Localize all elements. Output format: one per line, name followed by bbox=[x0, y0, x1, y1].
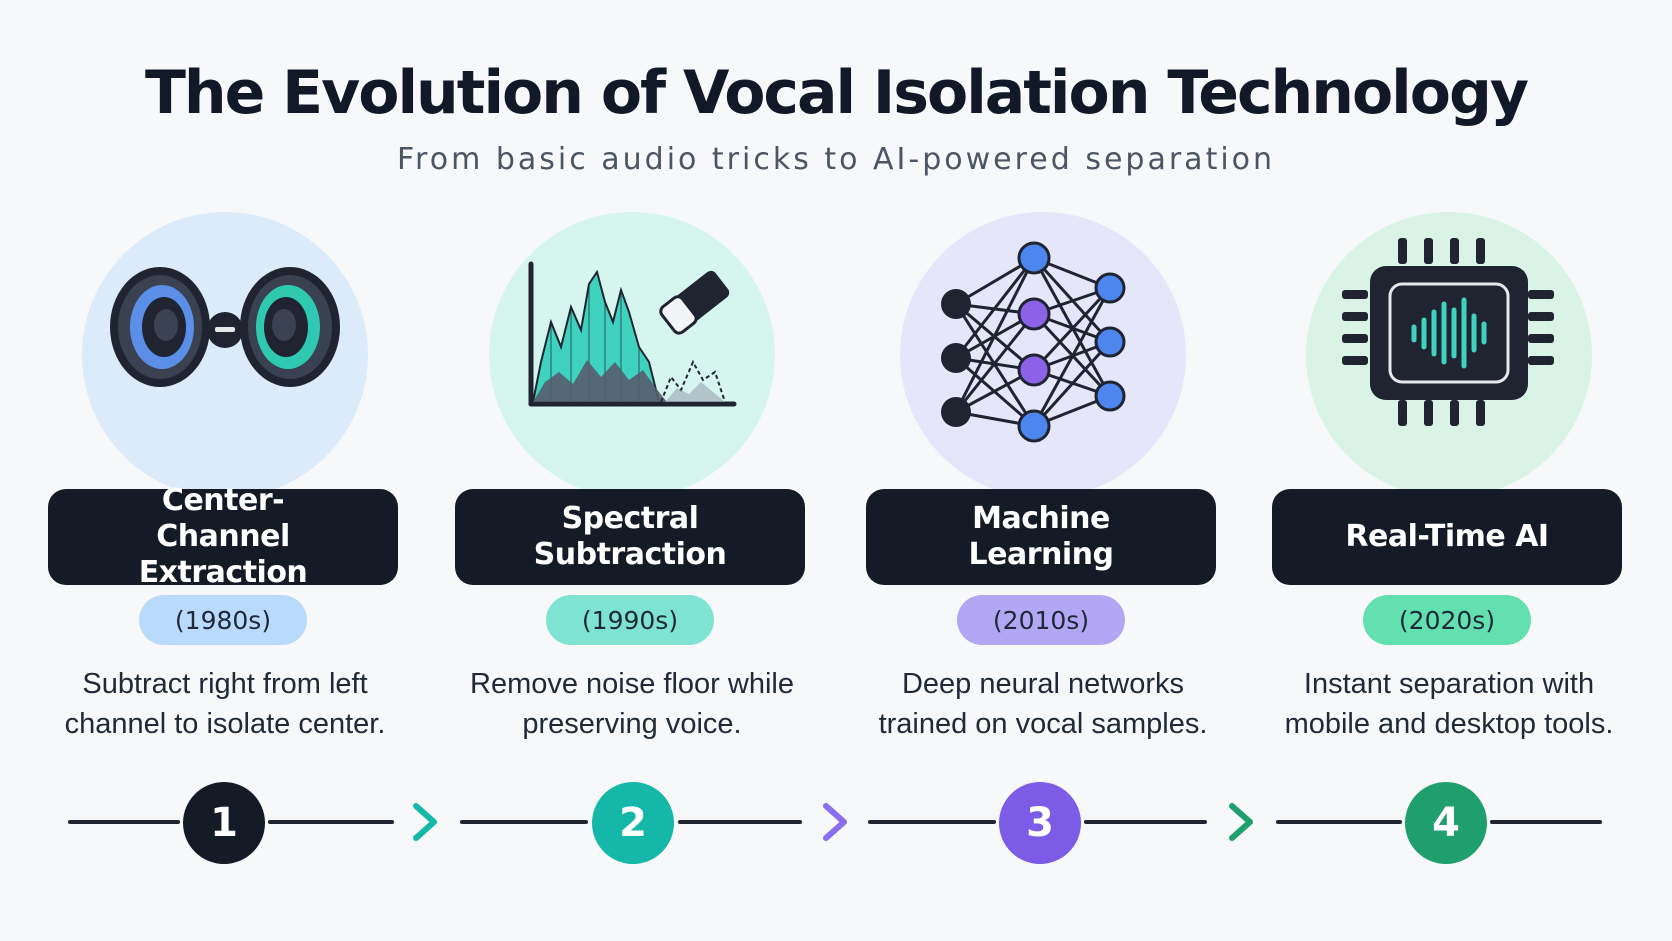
stage-description: Remove noise floor while preserving voic… bbox=[470, 668, 794, 740]
stage-name-box: Spectral Subtraction bbox=[455, 489, 805, 585]
step-number-3: 3 bbox=[999, 782, 1081, 864]
stage-machine-learning: Machine Learning (2010s) Deep neural net… bbox=[862, 0, 1222, 760]
timeline-lines bbox=[68, 803, 1602, 841]
stage-name-box: Center-Channel Extraction bbox=[48, 483, 398, 590]
spectrum-eraser-icon bbox=[528, 261, 737, 407]
stage-name: Spectral Subtraction bbox=[533, 501, 727, 572]
stage-name: Real-Time AI bbox=[1345, 519, 1549, 554]
step-number-4: 4 bbox=[1405, 782, 1487, 864]
neural-network-icon bbox=[941, 241, 1126, 443]
step-number-2: 2 bbox=[592, 782, 674, 864]
stage-center-channel: Center-Channel Extraction (1980s) Subtra… bbox=[44, 0, 404, 760]
stage-name-box: Machine Learning bbox=[866, 489, 1216, 585]
page-title: The Evolution of Vocal Isolation Technol… bbox=[144, 58, 1529, 128]
page-subtitle: From basic audio tricks to AI-powered se… bbox=[396, 142, 1276, 177]
ai-chip-waveform-icon bbox=[1342, 238, 1554, 426]
timeline: 1 2 3 4 bbox=[0, 770, 1672, 880]
stage-description: Instant separation with mobile and deskt… bbox=[1284, 668, 1614, 740]
chevron-right-icon bbox=[823, 803, 847, 841]
era-badge: (1990s) bbox=[546, 595, 714, 645]
stage-icon-circle bbox=[900, 212, 1186, 498]
stage-description: Deep neural networks trained on vocal sa… bbox=[878, 668, 1208, 740]
stage-icon-circle bbox=[1306, 212, 1592, 498]
era-badge: (1980s) bbox=[139, 595, 307, 645]
stage-name-box: Real-Time AI bbox=[1272, 489, 1622, 585]
stage-real-time-ai: Real-Time AI (2020s) Instant separation … bbox=[1268, 0, 1628, 760]
era-badge: (2020s) bbox=[1363, 595, 1531, 645]
chevron-right-icon bbox=[413, 803, 437, 841]
stage-icon-circle bbox=[489, 212, 775, 498]
stage-name: Machine Learning bbox=[968, 501, 1114, 572]
stage-description: Subtract right from left channel to isol… bbox=[64, 668, 386, 740]
stage-name: Center-Channel Extraction bbox=[138, 483, 308, 590]
speakers-minus-icon bbox=[110, 267, 340, 387]
chevron-right-icon bbox=[1229, 803, 1253, 841]
stage-icon-circle bbox=[82, 212, 368, 498]
stage-spectral-subtraction: Spectral Subtraction (1990s) Remove nois… bbox=[451, 0, 811, 760]
step-number-1: 1 bbox=[183, 782, 265, 864]
era-badge: (2010s) bbox=[957, 595, 1125, 645]
